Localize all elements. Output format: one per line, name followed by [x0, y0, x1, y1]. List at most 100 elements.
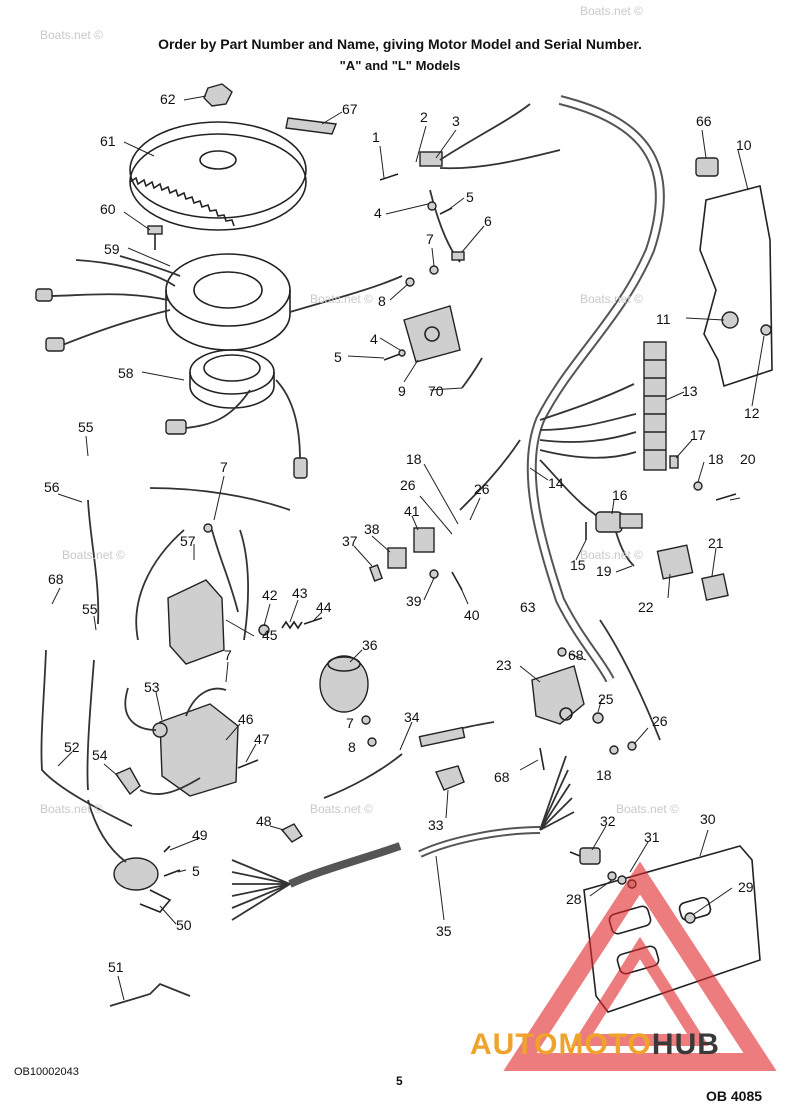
nut-8b: [367, 737, 377, 747]
callout-52: 52: [64, 739, 80, 755]
rectifier-lead-70: [461, 357, 483, 389]
callout-15: 15: [570, 557, 586, 573]
washer-7d: [361, 715, 371, 725]
sensor-lead: [87, 799, 127, 863]
main-harness-inner: [528, 97, 663, 682]
callout-labels: 1 2 3 4 5 6 7 8 4 5 9 70 10 11 12 13 14 …: [44, 91, 760, 975]
terminal-6: [451, 251, 465, 261]
callout-61: 61: [100, 133, 116, 149]
washer-68b: [557, 647, 567, 657]
callout-35: 35: [436, 923, 452, 939]
screw-12: [760, 324, 772, 336]
clamp-11: [721, 311, 739, 329]
terminal-7b: [203, 523, 213, 533]
callout-14: 14: [548, 475, 564, 491]
callout-68: 68: [568, 647, 584, 663]
callout-55: 55: [78, 419, 94, 435]
callout-54: 54: [92, 747, 108, 763]
callout-4: 4: [374, 205, 382, 221]
screw-5c: [163, 869, 181, 877]
bracket-41: [413, 527, 435, 553]
switch-gasket-21: [701, 573, 729, 601]
callout-9: 9: [398, 383, 406, 399]
stator-connector-a: [35, 288, 53, 302]
callout-51: 51: [108, 959, 124, 975]
callout-32: 32: [600, 813, 616, 829]
harness-35: [418, 826, 541, 858]
clip-66: [695, 157, 719, 177]
callout-68: 68: [48, 571, 64, 587]
callout-47: 47: [254, 731, 270, 747]
callout-42: 42: [262, 587, 278, 603]
callout-7: 7: [220, 459, 228, 475]
callout-39: 39: [406, 593, 422, 609]
stator-leads: [45, 255, 181, 347]
callout-34: 34: [404, 709, 420, 725]
logo-part-1: AUTOMOTO: [470, 1028, 652, 1061]
timer-connector-b: [293, 457, 308, 479]
washer-18a: [693, 481, 703, 491]
mounting-plate-30: [583, 845, 761, 1013]
screw-5b: [383, 353, 401, 361]
callout-8: 8: [378, 293, 386, 309]
callout-5: 5: [334, 349, 342, 365]
callout-28: 28: [566, 891, 582, 907]
callout-8: 8: [348, 739, 356, 755]
watermark: Boats.net ©: [580, 292, 643, 306]
callout-6: 6: [484, 213, 492, 229]
harness-35-fan: [539, 755, 575, 831]
timer-connector-a: [165, 419, 187, 435]
callout-5: 5: [192, 863, 200, 879]
jumper-17: [669, 455, 679, 469]
callout-3: 3: [452, 113, 460, 129]
terminal-block: [643, 341, 667, 471]
callout-62: 62: [160, 91, 176, 107]
watermark: Boats.net ©: [40, 802, 103, 816]
callout-50: 50: [176, 917, 192, 933]
page-heading: Order by Part Number and Name, giving Mo…: [158, 36, 642, 52]
callout-7: 7: [426, 231, 434, 247]
callout-11: 11: [656, 311, 671, 327]
callout-60: 60: [100, 201, 116, 217]
coil-lead-57: [135, 487, 291, 641]
callout-63: 63: [520, 599, 536, 615]
wire-56: [87, 499, 100, 625]
coil-lead-a: [124, 687, 227, 731]
mounting-bracket: [699, 185, 773, 388]
watermark: Boats.net ©: [616, 802, 679, 816]
document-code-left: OB10002043: [14, 1066, 79, 1078]
callout-68: 68: [494, 769, 510, 785]
switch-32: [569, 847, 601, 865]
callout-33: 33: [428, 817, 444, 833]
callout-17: 17: [690, 427, 706, 443]
callout-53: 53: [144, 679, 160, 695]
timer-leads: [185, 379, 301, 461]
clamp-33: [435, 765, 465, 791]
callout-18: 18: [406, 451, 422, 467]
harness-bottom-left-fan: [231, 859, 291, 921]
callout-1: 1: [372, 129, 380, 145]
ignition-switch: [595, 511, 643, 533]
callout-48: 48: [256, 813, 272, 829]
callout-29: 29: [738, 879, 754, 895]
callout-18: 18: [708, 451, 724, 467]
nut-29: [684, 912, 696, 924]
callout-45: 45: [262, 627, 278, 643]
page-subheading: "A" and "L" Models: [339, 58, 461, 73]
clip-37: [368, 564, 384, 582]
callout-67: 67: [342, 101, 358, 117]
washer-4: [427, 201, 437, 211]
switch-lead-19: [615, 531, 635, 567]
solenoid-36: [319, 655, 369, 713]
boot-54: [114, 767, 141, 796]
callout-18: 18: [596, 767, 612, 783]
callout-7: 7: [224, 647, 232, 663]
callout-55: 55: [82, 601, 98, 617]
callout-7: 7: [346, 715, 354, 731]
washer-4b: [398, 349, 406, 357]
switch-plate-22: [656, 544, 694, 580]
starter-solenoid: [531, 665, 585, 725]
watermark: Boats.net ©: [40, 28, 103, 42]
callout-49: 49: [192, 827, 208, 843]
callout-4: 4: [370, 331, 378, 347]
